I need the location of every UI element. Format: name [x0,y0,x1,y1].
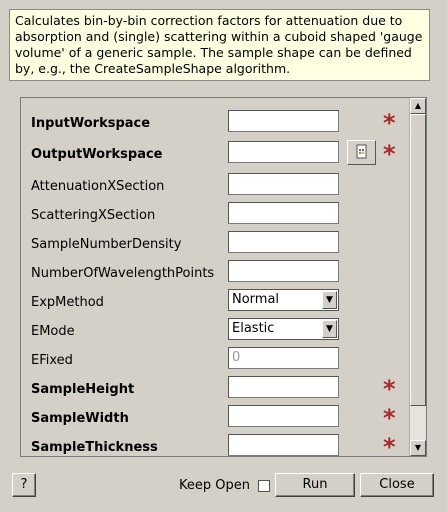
scrollbar-thumb[interactable] [410,114,426,406]
required-star-icon: * [383,109,396,137]
property-label: SampleHeight [31,382,135,397]
scroll-down-arrow-icon[interactable]: ▼ [410,440,426,456]
property-row-sample-thickness: SampleThickness * [21,433,409,457]
required-star-icon: * [383,404,396,432]
number-of-wavelength-points-field[interactable] [228,260,339,282]
select-value: Normal [232,292,280,307]
property-row-sample-number-density: SampleNumberDensity [21,231,409,260]
keep-open-label: Keep Open [179,478,250,493]
workspace-browse-icon [356,144,366,158]
attenuation-xsection-field[interactable] [228,173,339,195]
property-row-sample-width: SampleWidth * [21,405,409,434]
property-label: NumberOfWavelengthPoints [31,266,215,281]
sample-width-field[interactable] [228,405,339,427]
property-label: OutputWorkspace [31,147,163,162]
sample-number-density-field[interactable] [228,231,339,253]
property-label: EFixed [31,353,73,368]
property-label: SampleNumberDensity [31,237,182,252]
property-label: SampleWidth [31,411,129,426]
property-label: SampleThickness [31,440,158,455]
efixed-field[interactable]: 0 [228,347,339,369]
input-workspace-field[interactable] [228,110,339,132]
chevron-down-icon[interactable]: ▼ [322,291,337,309]
exp-method-select[interactable]: Normal ▼ [228,289,339,311]
run-button[interactable]: Run [275,473,355,497]
keep-open-checkbox[interactable] [258,480,270,492]
properties-panel: InputWorkspace * OutputWorkspace * Atten… [20,97,427,457]
property-row-input-workspace: InputWorkspace * [21,110,409,139]
close-button[interactable]: Close [360,473,434,497]
property-row-emode: EMode Elastic ▼ [21,318,409,347]
select-value: Elastic [232,321,275,336]
output-workspace-field[interactable] [228,141,339,163]
property-row-scattering-xsection: ScatteringXSection [21,202,409,231]
scattering-xsection-field[interactable] [228,202,339,224]
property-row-output-workspace: OutputWorkspace * [21,140,409,170]
property-label: AttenuationXSection [31,179,165,194]
property-label: EMode [31,324,75,339]
vertical-scrollbar[interactable]: ▲ ▼ [409,98,426,456]
property-row-number-of-wavelength-points: NumberOfWavelengthPoints [21,260,409,289]
help-button[interactable]: ? [12,473,36,497]
sample-thickness-field[interactable] [228,434,339,456]
required-star-icon: * [383,433,396,457]
required-star-icon: * [383,375,396,403]
property-row-efixed: EFixed 0 [21,347,409,376]
property-label: ScatteringXSection [31,208,156,223]
sample-height-field[interactable] [228,376,339,398]
property-label: ExpMethod [31,295,104,310]
workspace-browse-button[interactable] [347,140,376,165]
property-label: InputWorkspace [31,116,151,131]
property-row-sample-height: SampleHeight * [21,376,409,405]
property-row-exp-method: ExpMethod Normal ▼ [21,289,409,318]
scroll-up-arrow-icon[interactable]: ▲ [410,98,426,114]
chevron-down-icon[interactable]: ▼ [322,320,337,338]
algorithm-description: Calculates bin-by-bin correction factors… [9,9,430,81]
property-row-attenuation-xsection: AttenuationXSection [21,173,409,202]
emode-select[interactable]: Elastic ▼ [228,318,339,340]
required-star-icon: * [383,140,396,168]
properties-list: InputWorkspace * OutputWorkspace * Atten… [21,98,409,456]
